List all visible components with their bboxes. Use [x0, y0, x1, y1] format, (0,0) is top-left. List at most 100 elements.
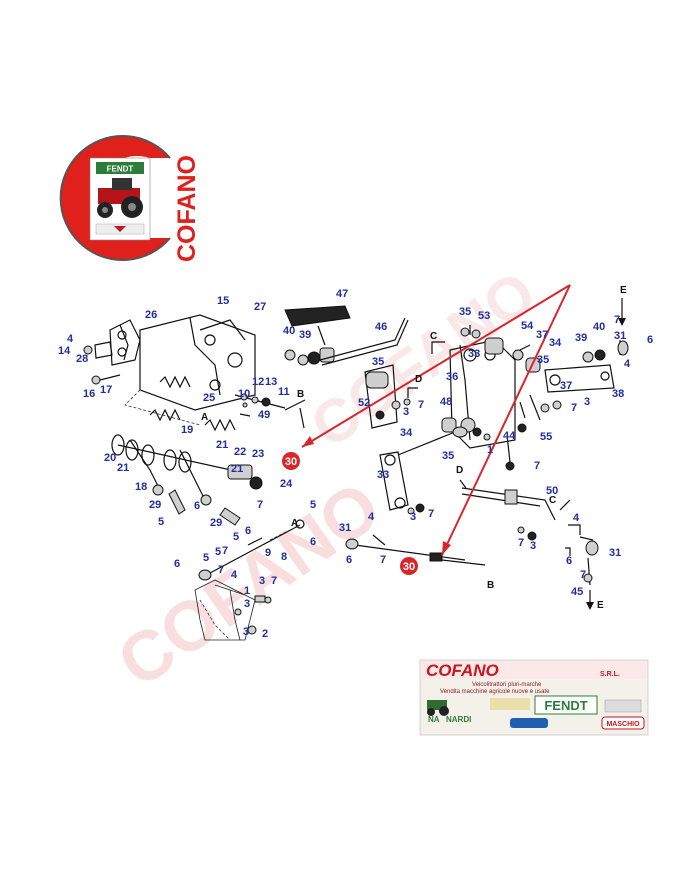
triangle-logo-icon	[114, 226, 126, 232]
callout-c22: 22	[234, 446, 246, 458]
callout-c5a: 5	[158, 516, 164, 528]
callout-c7k: 7	[218, 564, 224, 576]
callout-c52: 52	[358, 397, 370, 409]
callout-c3e: 3	[259, 575, 265, 587]
callout-c5d: 5	[215, 546, 221, 558]
section-letter-lA1: A	[201, 412, 208, 423]
logo-badge-text: FENDT	[107, 165, 134, 174]
section-letter-lA2: A	[291, 518, 298, 529]
section-letter-lB1: B	[297, 389, 304, 400]
callout-c21b: 21	[216, 439, 228, 451]
watermark: COFANO COFANO	[104, 259, 548, 703]
section-letter-lE1: E	[620, 285, 627, 296]
callout-c4c: 4	[368, 511, 375, 523]
highlight-arrows	[301, 284, 571, 556]
callout-c46: 46	[375, 321, 387, 333]
callout-c29b: 29	[210, 517, 222, 529]
callout-c6b: 6	[194, 500, 200, 512]
callout-c6c: 6	[245, 525, 251, 537]
callout-c39a: 39	[299, 329, 311, 341]
callout-c3c: 3	[410, 511, 416, 523]
banner-brand-na: NA	[428, 715, 440, 724]
callout-c35d: 35	[442, 450, 454, 462]
callout-c19: 19	[181, 424, 193, 436]
tractor-icon	[427, 698, 642, 716]
banner-brand-maschio: MASCHIO	[606, 721, 640, 728]
callout-c24: 24	[280, 478, 293, 490]
highlight-label: 30	[285, 456, 297, 468]
callout-c18: 18	[135, 481, 147, 493]
callout-c31b: 31	[339, 522, 351, 534]
callout-c7h: 7	[222, 545, 228, 557]
callout-c7i: 7	[380, 554, 386, 566]
callout-c6a: 6	[647, 334, 653, 346]
callout-c5c: 5	[233, 531, 239, 543]
section-letter-lD1: D	[415, 374, 422, 385]
callout-c21a: 21	[117, 462, 129, 474]
callout-c40b: 40	[593, 321, 605, 333]
callout-c7b: 7	[418, 399, 424, 411]
callout-c31c: 31	[609, 547, 621, 559]
callout-c5e: 5	[203, 552, 209, 564]
highlight-callout-h30a: 30	[282, 452, 300, 470]
logo-wordmark: COFANO	[173, 155, 201, 262]
callout-c3g: 3	[243, 626, 249, 638]
banner-title: COFANO	[426, 661, 499, 680]
callout-c7j: 7	[580, 569, 586, 581]
callout-c14: 14	[58, 345, 71, 357]
callout-c5b: 5	[310, 499, 316, 511]
callout-c35c: 35	[537, 354, 549, 366]
callout-c47: 47	[336, 288, 348, 300]
banner-suffix: S.R.L.	[600, 671, 620, 678]
callout-c48: 48	[440, 396, 452, 408]
section-letter-lD2: D	[456, 465, 463, 476]
callout-c35a: 35	[459, 306, 471, 318]
section-letter-lB2: B	[487, 580, 494, 591]
callout-c7e: 7	[257, 499, 263, 511]
callout-c7l: 7	[271, 575, 277, 587]
callout-c37b: 37	[560, 380, 572, 392]
callout-c2: 2	[262, 628, 268, 640]
highlight-label: 30	[403, 561, 415, 573]
callout-c4d: 4	[573, 512, 580, 524]
highlight-badge	[400, 557, 418, 575]
callout-c7d: 7	[534, 460, 540, 472]
callout-c34b: 34	[400, 427, 413, 439]
callout-c4e: 4	[231, 569, 238, 581]
diagram-line-art	[83, 298, 629, 641]
callout-c6g: 6	[174, 558, 180, 570]
callout-c15: 15	[217, 295, 229, 307]
callout-c3f: 3	[244, 598, 250, 610]
callout-c7f: 7	[428, 508, 434, 520]
callout-c6d: 6	[310, 536, 316, 548]
cofano-logo: FENDT COFANO	[59, 135, 201, 262]
callout-c50: 50	[546, 485, 558, 497]
callout-c39b: 39	[575, 332, 587, 344]
callout-c40a: 40	[283, 325, 295, 337]
callout-c33b: 33	[377, 469, 389, 481]
callout-c35b: 35	[372, 356, 384, 368]
callout-c21c: 21	[231, 463, 243, 475]
section-letter-lE2: E	[597, 600, 604, 611]
callout-c7a: 7	[614, 314, 620, 326]
callout-c17: 17	[100, 384, 112, 396]
callout-c38: 38	[612, 388, 624, 400]
callout-c3a: 3	[403, 406, 409, 418]
callout-c1: 1	[487, 444, 493, 456]
banner-brand-nardi: NARDI	[446, 715, 471, 724]
logo-badge	[96, 162, 144, 174]
callout-c6e: 6	[346, 554, 352, 566]
callout-c8: 8	[281, 551, 287, 563]
dealer-banner: COFANO S.R.L. Veicolitrattori pluri-marc…	[419, 659, 649, 736]
callout-c7g: 7	[518, 537, 524, 549]
callout-c11: 11	[278, 386, 290, 398]
callout-c10: 10	[238, 388, 250, 400]
highlight-callout-h30b: 30	[400, 557, 418, 575]
callout-c16: 16	[83, 388, 95, 400]
banner-brand-fendt: FENDT	[544, 698, 587, 713]
callout-c1b: 1	[244, 585, 250, 597]
callout-c28: 28	[76, 353, 88, 365]
